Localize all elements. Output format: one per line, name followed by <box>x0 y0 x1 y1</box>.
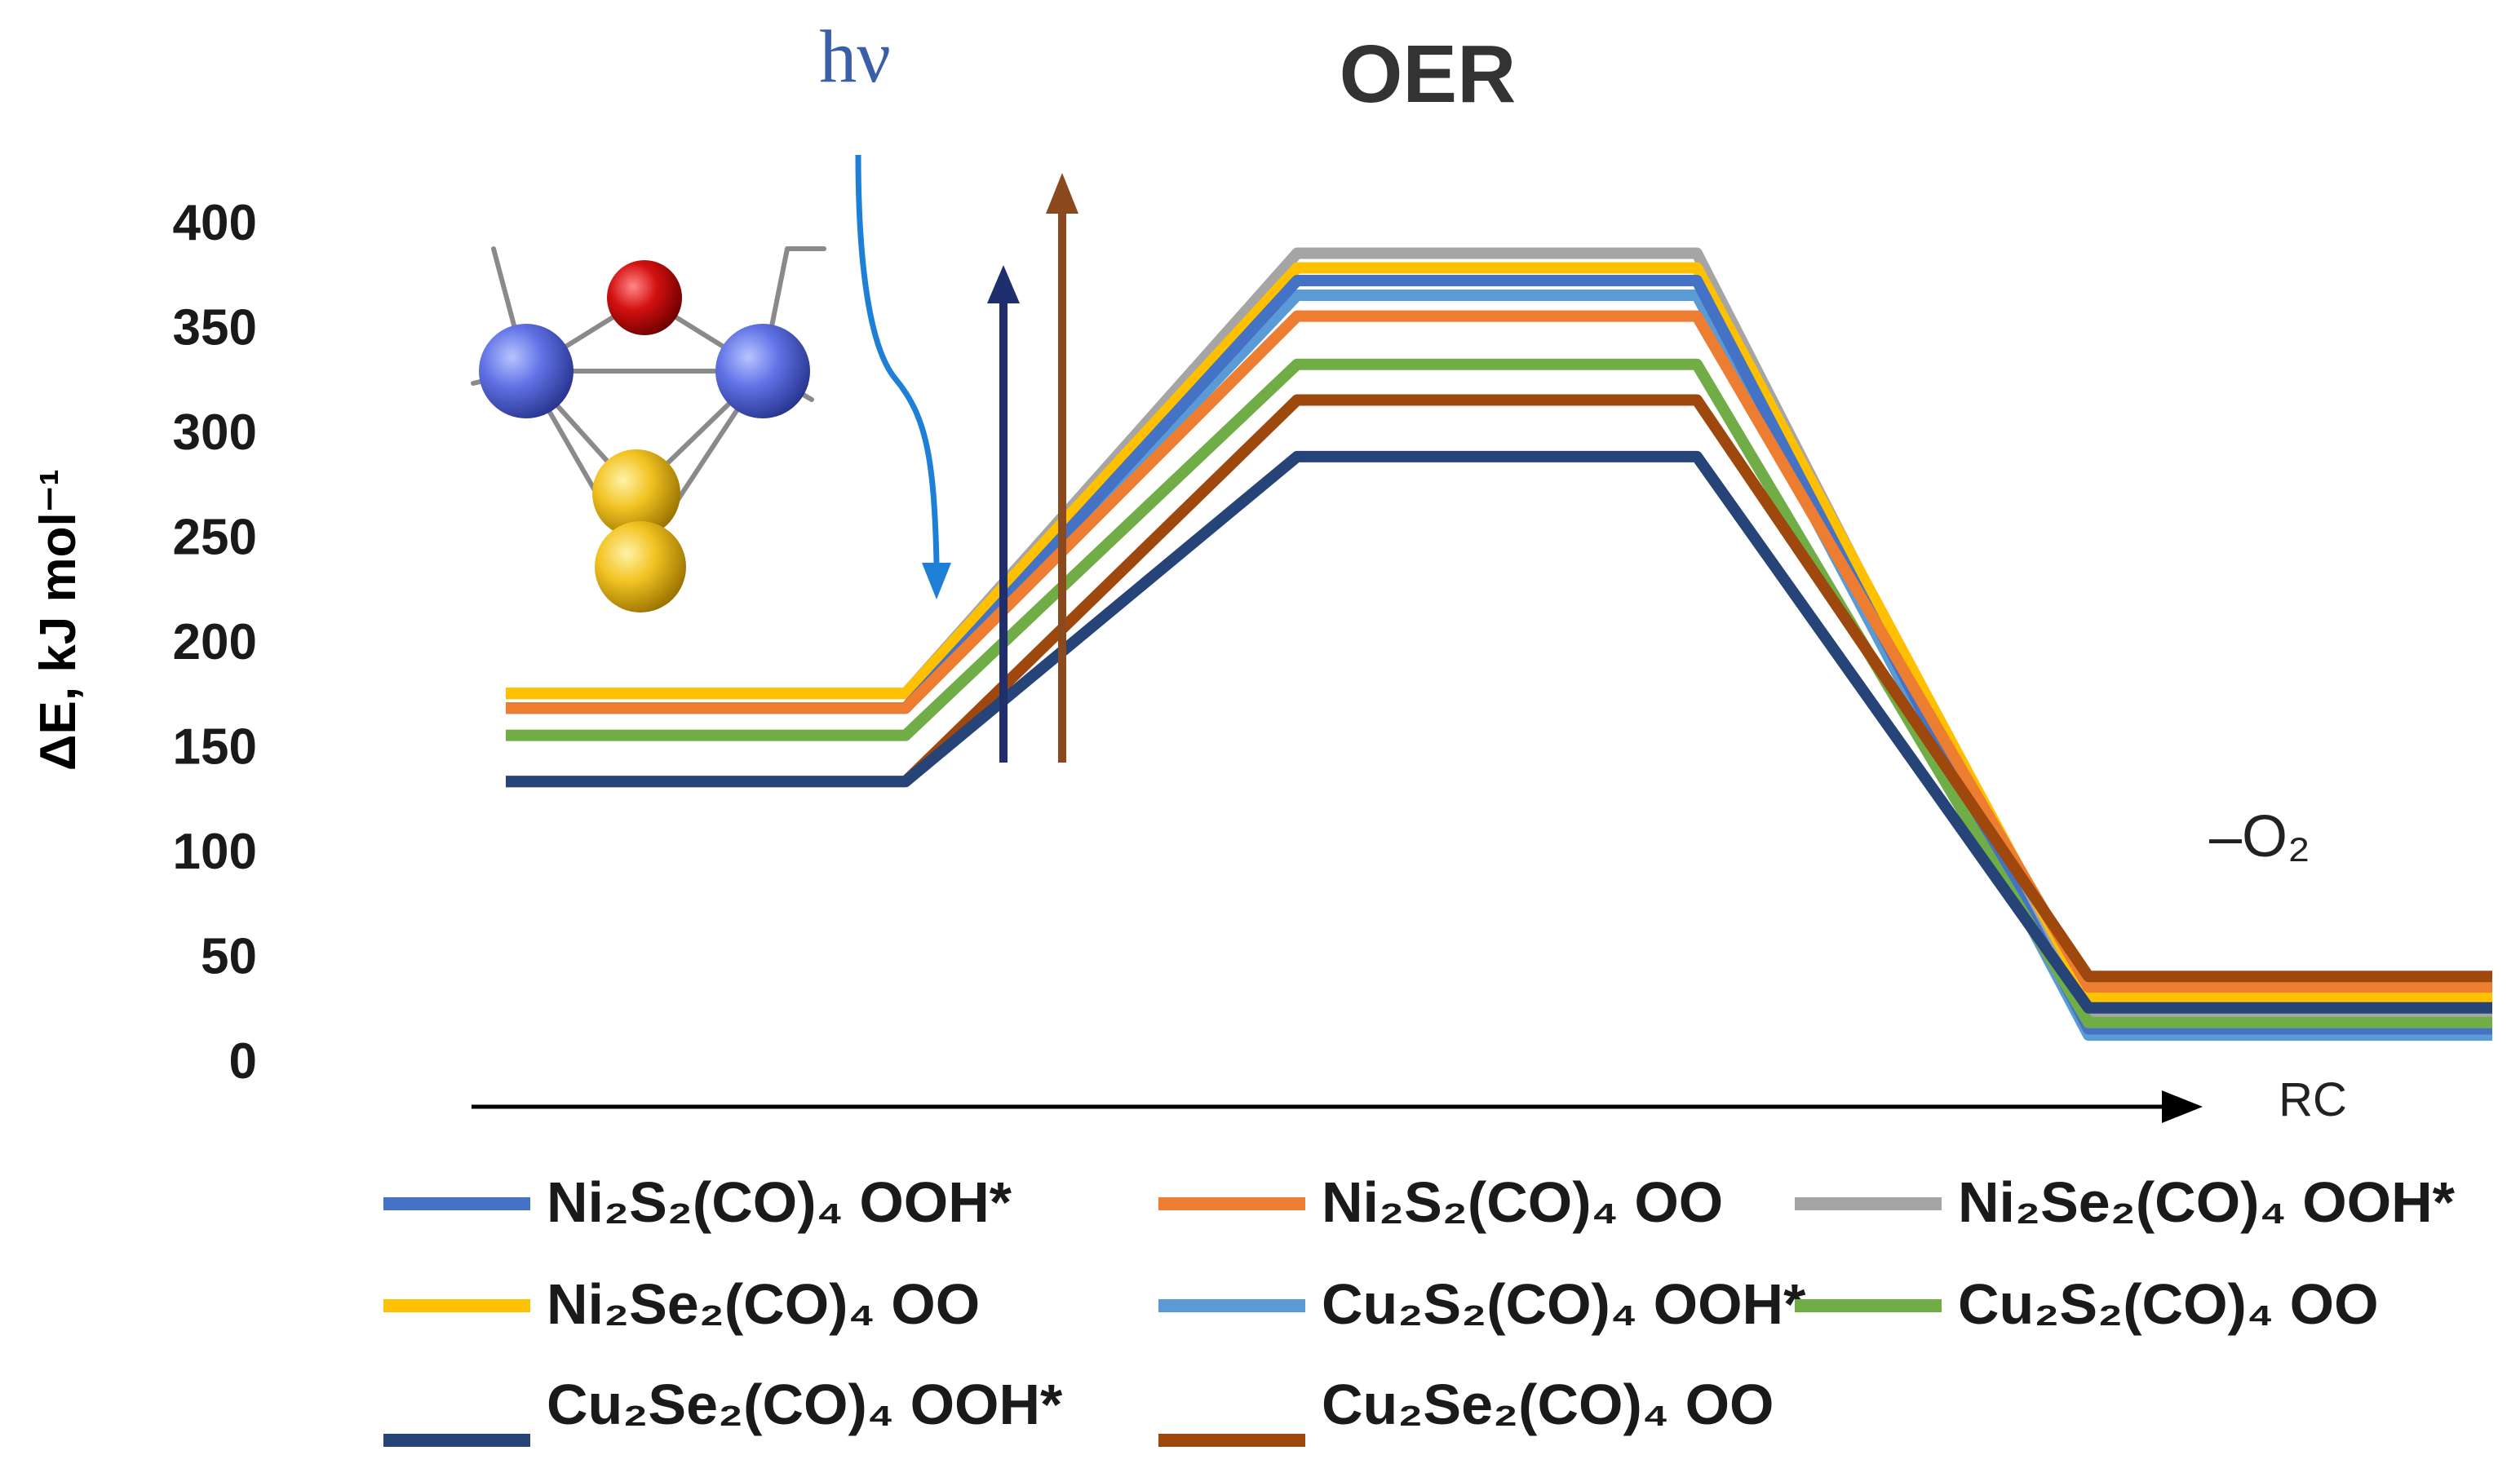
excitation-arrow-navy <box>987 265 1020 763</box>
legend-label: Cu₂Se₂(CO)₄ OO <box>1322 1373 1774 1436</box>
molecule-structure-image <box>471 246 826 612</box>
legend-label: Ni₂Se₂(CO)₄ OOH* <box>1958 1170 2456 1234</box>
y-tick-label: 0 <box>229 1033 257 1090</box>
legend-label: Ni₂S₂(CO)₄ OOH* <box>547 1170 1012 1234</box>
legend-label: Cu₂Se₂(CO)₄ OOH* <box>547 1373 1063 1436</box>
x-axis-label: RC <box>2279 1073 2347 1126</box>
series-lines <box>506 247 2492 1041</box>
series-line <box>506 262 2492 1003</box>
o2-release-annotation: –O₂ <box>2209 804 2310 869</box>
light-annotation: hν <box>819 15 891 98</box>
series-line <box>506 358 2492 1028</box>
y-tick-label: 400 <box>173 195 257 251</box>
light-wave-arrow <box>855 154 951 599</box>
legend-item: Cu₂Se₂(CO)₄ OO <box>1158 1373 1774 1447</box>
chart-title: OER <box>1340 29 1517 120</box>
legend-label: Ni₂Se₂(CO)₄ OO <box>547 1272 980 1336</box>
legend-item: Cu₂S₂(CO)₄ OOH* <box>1158 1272 1806 1336</box>
y-tick-label: 350 <box>173 300 257 356</box>
y-tick-label: 150 <box>173 719 257 776</box>
y-axis-label: ΔE, kJ mol⁻¹ <box>30 469 86 771</box>
legend-item: Ni₂Se₂(CO)₄ OO <box>383 1272 980 1336</box>
series-line <box>506 289 2492 1041</box>
legend-item: Ni₂S₂(CO)₄ OOH* <box>383 1170 1012 1234</box>
series-line <box>506 450 2492 1014</box>
y-tick-label: 50 <box>201 929 257 985</box>
y-tick-label: 100 <box>173 824 257 880</box>
series-line <box>506 310 2492 993</box>
legend-item: Ni₂S₂(CO)₄ OO <box>1158 1170 1723 1234</box>
y-tick-label: 250 <box>173 510 257 566</box>
legend-item: Cu₂S₂(CO)₄ OO <box>1795 1272 2379 1336</box>
y-tick-labels: 0 50 100 150 200 250 300 350 400 <box>173 195 257 1090</box>
y-tick-label: 200 <box>173 614 257 670</box>
legend-item: Ni₂Se₂(CO)₄ OOH* <box>1795 1170 2456 1234</box>
excitation-arrow-brown <box>1046 173 1078 763</box>
legend-label: Cu₂S₂(CO)₄ OO <box>1958 1272 2379 1336</box>
legend-label: Cu₂S₂(CO)₄ OOH* <box>1322 1272 1806 1336</box>
x-axis-arrow <box>472 1090 2203 1123</box>
legend-item: Cu₂Se₂(CO)₄ OOH* <box>383 1373 1063 1447</box>
y-tick-label: 300 <box>173 405 257 461</box>
legend-label: Ni₂S₂(CO)₄ OO <box>1322 1170 1723 1234</box>
legend: Ni₂S₂(CO)₄ OOH* Ni₂S₂(CO)₄ OO Ni₂Se₂(CO)₄ … <box>383 1170 2456 1447</box>
